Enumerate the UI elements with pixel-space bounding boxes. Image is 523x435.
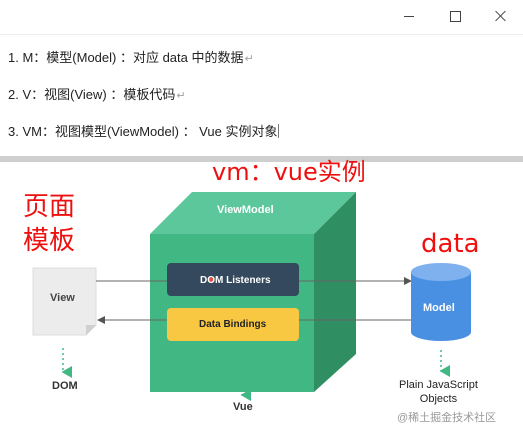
model-cylinder-body (411, 272, 471, 332)
document-body[interactable]: 1. M：模型(Model) ：对应 data 中的数据↵ 2. V：视图(Vi… (0, 34, 523, 157)
window-titlebar (0, 0, 523, 34)
data-bindings-box (167, 308, 299, 341)
paragraph-mark: ↵ (244, 53, 254, 65)
data-annotation: data (421, 229, 480, 259)
plain-js-objects-label: Plain JavaScript Objects (399, 378, 478, 406)
view-document-fold (86, 325, 96, 335)
vm-annotation: vm：vue实例 (212, 158, 366, 186)
separator-bar (0, 156, 523, 162)
listener-dot-icon (208, 277, 214, 283)
data-bindings-label: Data Bindings (199, 319, 267, 330)
vue-label: Vue (233, 401, 253, 413)
minimize-icon (404, 15, 414, 17)
dom-listeners-box (167, 263, 299, 296)
page-template-annotation: 页面 模板 (23, 190, 75, 258)
page-template-line: 页面 (23, 192, 76, 222)
cube-side (314, 192, 356, 392)
watermark: @稀土掘金技术社区 (397, 412, 497, 424)
cube-top (150, 192, 356, 234)
paragraph-mark: ↵ (176, 90, 186, 102)
maximize-icon (449, 10, 461, 22)
model-label: Model (423, 302, 455, 314)
maximize-button[interactable] (432, 2, 478, 30)
doc-line-text: 3. VM：视图模型(ViewModel) ： Vue 实例对象 (8, 124, 278, 139)
plain-js-line: Plain JavaScript (399, 379, 478, 391)
view-label: View (50, 292, 75, 304)
doc-line-text: 2. V：视图(View) ：模板代码 (8, 87, 176, 102)
doc-line-view: 2. V：视图(View) ：模板代码↵ (8, 84, 186, 103)
page-template-line: 模板 (23, 226, 76, 256)
model-cylinder-top (411, 263, 471, 281)
plain-js-line: Objects (419, 393, 458, 405)
minimize-button[interactable] (386, 2, 432, 30)
doc-line-model: 1. M：模型(Model) ：对应 data 中的数据↵ (8, 47, 254, 66)
doc-line-viewmodel: 3. VM：视图模型(ViewModel) ： Vue 实例对象 (8, 121, 280, 140)
viewmodel-label: ViewModel (217, 204, 274, 216)
text-cursor (278, 124, 280, 138)
doc-line-text: 1. M：模型(Model) ：对应 data 中的数据 (8, 50, 244, 65)
dom-listeners-label: DOM Listeners (200, 275, 271, 286)
model-cylinder-bottom (411, 323, 471, 341)
dom-label: DOM (52, 380, 78, 392)
